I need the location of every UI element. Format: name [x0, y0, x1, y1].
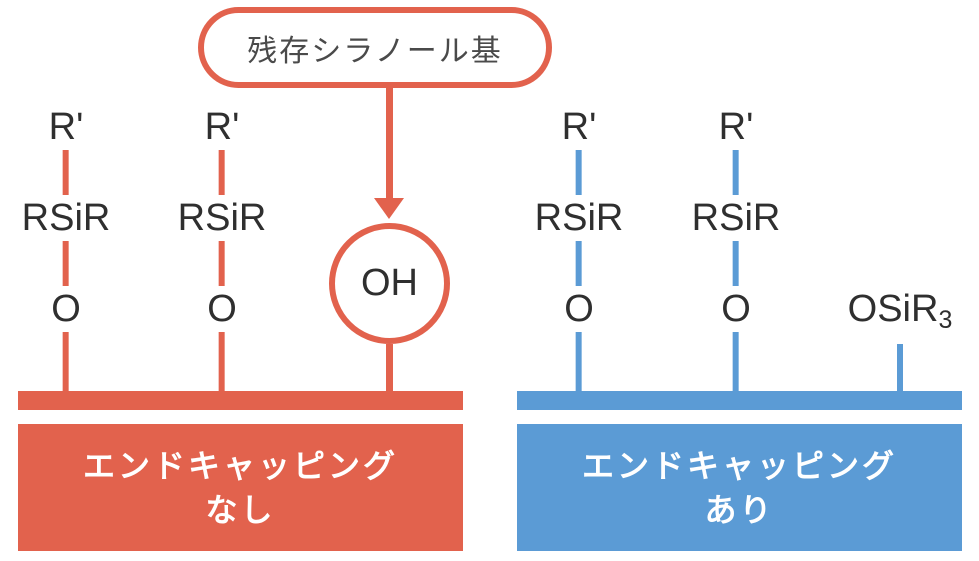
chem-label-r-prime: R' — [561, 106, 597, 148]
bond-line — [63, 150, 69, 195]
right-caption-line2: あり — [704, 491, 775, 528]
left-silane-chain-2: R' RSiR O — [177, 106, 267, 391]
chem-label-r-prime: R' — [204, 106, 240, 148]
left-caption-line1: エンドキャッピング — [82, 447, 398, 484]
right-caption-box: エンドキャッピング あり — [517, 424, 962, 551]
bond-line — [733, 332, 739, 391]
chem-label-rsir: RSiR — [534, 197, 624, 239]
bond-line — [63, 241, 69, 286]
right-caption-line1: エンドキャッピング — [581, 447, 897, 484]
chem-label-o: O — [721, 288, 751, 330]
bond-line — [733, 150, 739, 195]
chem-label-r-prime: R' — [718, 106, 754, 148]
residual-silanol-label: 残存シラノール基 — [247, 34, 503, 68]
callout-arrow-head-icon — [374, 198, 404, 219]
left-caption-line2: なし — [205, 491, 276, 528]
bond-line — [219, 332, 225, 391]
chem-label-rsir: RSiR — [691, 197, 781, 239]
bond-line — [897, 344, 903, 391]
residual-silanol-callout: 残存シラノール基 — [198, 7, 552, 88]
bond-line — [386, 344, 393, 391]
chem-label-rsir: RSiR — [21, 197, 111, 239]
chem-label-o: O — [564, 288, 594, 330]
silanol-oh-circle: OH — [329, 223, 450, 344]
bond-line — [219, 241, 225, 286]
bond-line — [219, 150, 225, 195]
bond-line — [576, 332, 582, 391]
silanol-oh-label: OH — [361, 262, 418, 304]
bond-line — [733, 241, 739, 286]
right-silane-chain-1: R' RSiR O — [534, 106, 624, 391]
endcap-osir3-subscript: 3 — [938, 306, 953, 334]
bond-line — [63, 332, 69, 391]
bond-line — [576, 150, 582, 195]
right-silane-chain-2: R' RSiR O — [691, 106, 781, 391]
endcap-osir3-main: OSiR — [847, 288, 939, 330]
bond-line — [576, 241, 582, 286]
chem-label-o: O — [207, 288, 237, 330]
left-surface-bar — [18, 391, 463, 410]
chem-label-r-prime: R' — [48, 106, 84, 148]
right-surface-bar — [517, 391, 962, 410]
chem-label-rsir: RSiR — [177, 197, 267, 239]
chem-label-o: O — [51, 288, 81, 330]
left-silane-chain-1: R' RSiR O — [21, 106, 111, 391]
endcap-osir3-label: OSiR3 — [847, 288, 953, 333]
callout-arrow-stem — [386, 86, 393, 198]
left-caption-box: エンドキャッピング なし — [18, 424, 463, 551]
